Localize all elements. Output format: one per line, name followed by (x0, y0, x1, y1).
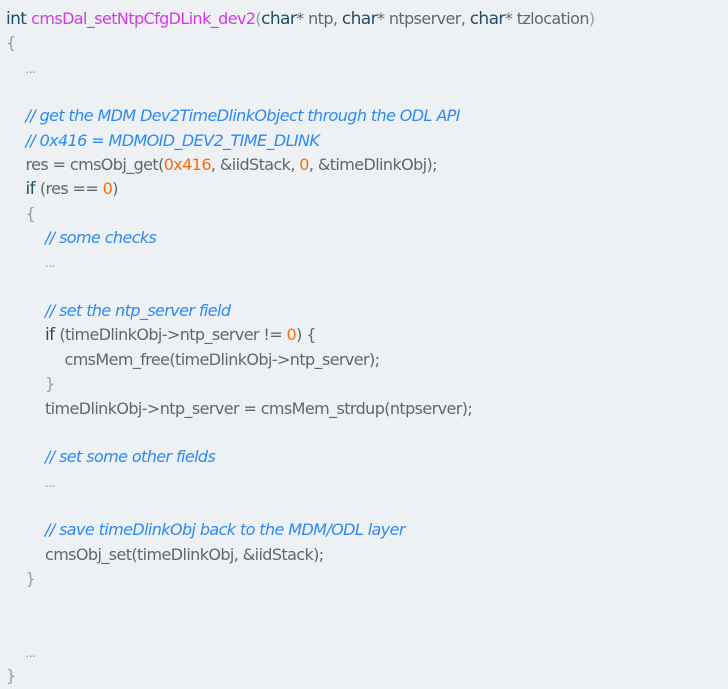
ellipsis: ... (45, 475, 55, 490)
punctuation: { (6, 33, 16, 53)
code-line: // get the MDM Dev2TimeDlinkObject throu… (6, 104, 595, 128)
code-text: (res == (39, 179, 103, 199)
code-line: timeDlinkObj->ntp_server = cmsMem_strdup… (6, 397, 595, 421)
code-text: , &iidStack, (210, 155, 300, 175)
punctuation: ) (588, 9, 595, 28)
code-line (6, 80, 595, 104)
number-literal: 0 (286, 325, 297, 345)
code-comment: // get the MDM Dev2TimeDlinkObject throu… (25, 106, 461, 126)
code-text: cmsMem_free(timeDlinkObj->ntp_server); (64, 349, 381, 369)
keyword: if (25, 179, 40, 200)
code-line: } (6, 372, 595, 396)
code-line: res = cmsObj_get(0x416, &iidStack, 0, &t… (6, 153, 595, 177)
code-line (6, 421, 595, 445)
code-comment: // 0x416 = MDMOID_DEV2_TIME_DLINK (25, 130, 320, 150)
code-text: ) { (296, 325, 316, 345)
code-comment: // set the ntp_server field (45, 301, 231, 321)
punctuation: } (25, 568, 36, 588)
code-line: } (6, 567, 595, 591)
code-comment: // set some other fields (45, 447, 216, 467)
ellipsis: ... (25, 61, 36, 76)
code-line: ... (6, 56, 595, 80)
code-block: int cmsDal_setNtpCfgDLink_dev2(char* ntp… (6, 7, 595, 689)
code-line (6, 591, 595, 615)
code-line: } (6, 664, 595, 688)
keyword: if (45, 325, 60, 346)
function-name: cmsDal_setNtpCfgDLink_dev2 (31, 9, 256, 28)
code-text: timeDlinkObj->ntp_server = cmsMem_strdup… (45, 398, 473, 418)
keyword: char (469, 9, 506, 29)
code-text: * tzlocation (504, 9, 590, 28)
code-line: { (6, 202, 595, 226)
code-line: if (timeDlinkObj->ntp_server != 0) { (6, 323, 595, 347)
ellipsis: ... (25, 645, 36, 660)
code-line: cmsMem_free(timeDlinkObj->ntp_server); (6, 348, 595, 372)
punctuation: { (25, 203, 36, 223)
code-text: * ntpserver, (377, 9, 470, 28)
code-line: // set some other fields (6, 445, 595, 469)
code-line: ... (6, 470, 595, 494)
keyword: int (6, 9, 32, 29)
number-literal: 0 (102, 179, 113, 199)
code-line: { (6, 31, 595, 55)
punctuation: ( (255, 9, 262, 28)
code-comment: // save timeDlinkObj back to the MDM/ODL… (45, 520, 405, 540)
code-line (6, 494, 595, 518)
punctuation: } (45, 374, 55, 394)
ellipsis: ... (45, 256, 55, 271)
code-line: // set the ntp_server field (6, 299, 595, 323)
code-line: // save timeDlinkObj back to the MDM/ODL… (6, 518, 595, 542)
punctuation: } (6, 666, 16, 686)
code-line: // 0x416 = MDMOID_DEV2_TIME_DLINK (6, 129, 595, 153)
code-text: (timeDlinkObj->ntp_server != (59, 325, 287, 345)
keyword: char (261, 9, 297, 29)
code-line: ... (6, 250, 595, 274)
code-text: cmsObj_set(timeDlinkObj, &iidStack); (45, 544, 324, 564)
code-line: cmsObj_set(timeDlinkObj, &iidStack); (6, 543, 595, 567)
number-literal: 0x416 (163, 155, 212, 175)
code-line: ... (6, 640, 595, 664)
code-text: , &timeDlinkObj); (308, 155, 438, 175)
code-line (6, 616, 595, 640)
code-comment: // some checks (45, 228, 157, 248)
code-line (6, 275, 595, 299)
code-text: res = cmsObj_get( (25, 155, 165, 175)
code-text: * ntp, (296, 9, 342, 28)
number-literal: 0 (299, 155, 309, 175)
keyword: char (341, 9, 378, 29)
code-text: ) (112, 179, 118, 199)
code-line: // some checks (6, 226, 595, 250)
code-line: if (res == 0) (6, 177, 595, 201)
code-line: int cmsDal_setNtpCfgDLink_dev2(char* ntp… (6, 7, 595, 31)
